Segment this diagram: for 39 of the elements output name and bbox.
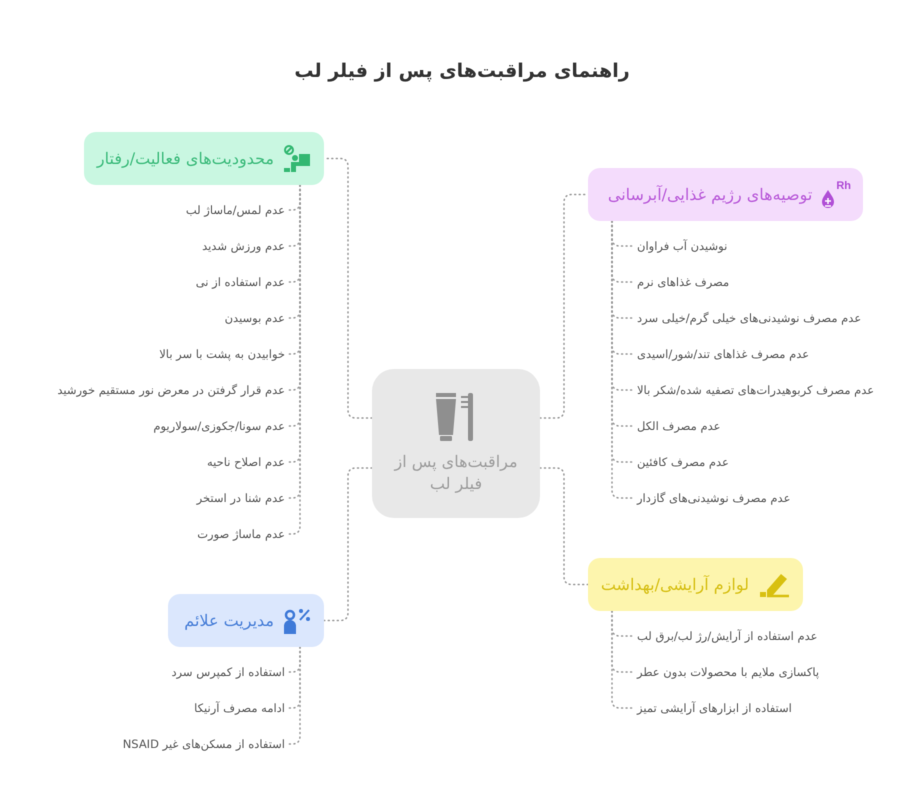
category-box <box>84 132 324 185</box>
item-text: خوابیدن به پشت با سر بالا <box>159 345 285 363</box>
central-topic-box <box>372 369 540 518</box>
item-text: عدم استفاده از نی <box>196 273 285 291</box>
dotted-connector <box>323 467 373 622</box>
item-text: عدم ماساژ صورت <box>197 525 285 543</box>
category-title: توصیه‌های رژیم غذایی/آبرسانی <box>608 184 812 206</box>
item-text: عدم مصرف الکل <box>637 417 720 435</box>
diagram-title: راهنمای مراقبت‌های پس از فیلر لب <box>293 59 631 84</box>
item-text: عدم اصلاح ناحیه <box>206 453 285 471</box>
item-text: عدم شنا در استخر <box>196 489 285 507</box>
item-text: عدم سونا/جکوزی/سولاریوم <box>153 417 285 435</box>
category-title: محدودیت‌های فعالیت/رفتار <box>96 148 274 170</box>
item-text: عدم مصرف کربوهیدرات‌های تصفیه شده/شکر بالا <box>637 381 874 399</box>
category-title: مدیریت علائم <box>184 610 274 632</box>
item-text: عدم بوسیدن <box>224 309 285 327</box>
item-text: استفاده از مسکن‌های غیر NSAID <box>122 735 285 753</box>
item-text: عدم مصرف نوشیدنی‌های گازدار <box>637 489 790 507</box>
item-text: عدم ورزش شدید <box>202 237 285 255</box>
dotted-connector <box>539 467 589 586</box>
item-text: عدم مصرف نوشیدنی‌های خیلی گرم/خیلی سرد <box>637 309 862 327</box>
category-title: لوازم آرایشی/بهداشت <box>600 574 749 596</box>
item-text: عدم استفاده از آرایش/رژ لب/برق لب <box>637 627 818 645</box>
item-text: عدم مصرف غذاهای تند/شور/اسیدی <box>637 345 810 363</box>
item-text: ادامه مصرف آرنیکا <box>194 699 285 717</box>
item-text: مصرف غذاهای نرم <box>637 273 730 291</box>
category-box <box>588 168 863 221</box>
item-text: پاکسازی ملایم با محصولات بدون عطر <box>637 663 820 681</box>
dotted-connector <box>611 610 634 709</box>
item-text: استفاده از کمپرس سرد <box>171 663 285 681</box>
item-text: نوشیدن آب فراوان <box>637 237 728 255</box>
item-text: عدم لمس/ماساژ لب <box>186 201 285 219</box>
item-text: عدم قرار گرفتن در معرض نور مستقیم خورشید <box>57 381 285 399</box>
item-text: عدم مصرف کافئین <box>637 453 729 471</box>
item-text: استفاده از ابزارهای آرایشی تمیز <box>637 699 792 717</box>
icon-label: Rh <box>836 180 851 192</box>
central-topic-text: مراقبت‌های پس از فیلر لب <box>392 450 519 494</box>
category-box <box>588 558 803 611</box>
category-box <box>168 594 324 647</box>
